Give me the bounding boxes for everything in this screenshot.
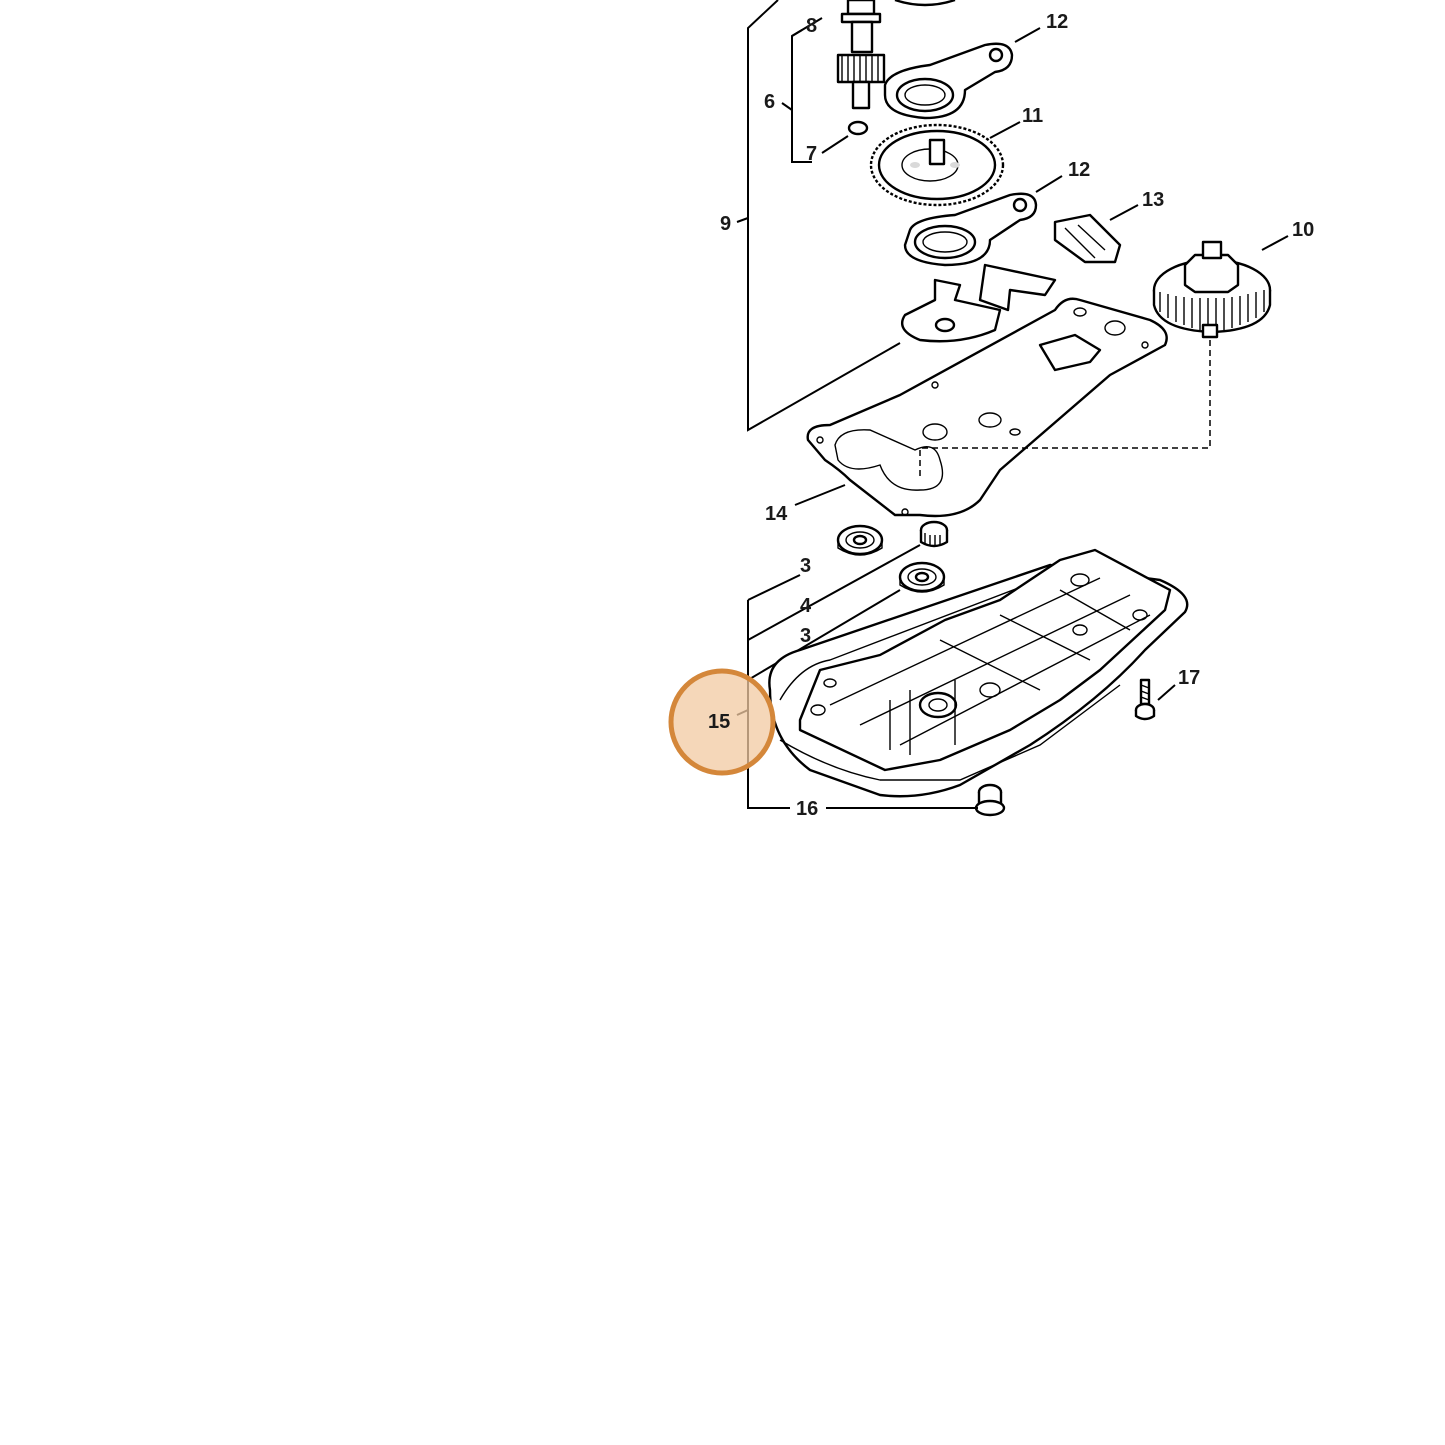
bracket-6-7-8	[781, 17, 849, 163]
part-labels: 8 12 6 11 7 12 13 9 10 14 3 4 3 17 15 16	[708, 11, 1314, 820]
part-3-bearing-lower	[898, 561, 946, 593]
part-3-bearing-upper	[836, 524, 884, 556]
bracket-9	[736, 0, 901, 432]
label-part-10[interactable]: 10	[1292, 219, 1314, 241]
part-11-crown-gear	[869, 123, 1005, 207]
label-part-13[interactable]: 13	[1142, 189, 1164, 211]
part-10-gear	[1152, 240, 1272, 339]
part-17-screw	[1134, 678, 1156, 721]
part-14-gasket	[806, 297, 1211, 518]
part-16-plug	[974, 783, 1006, 817]
part-15-gear-housing	[768, 548, 1189, 798]
label-part-14[interactable]: 14	[765, 503, 788, 525]
label-part-15[interactable]: 15	[708, 711, 730, 733]
label-part-12-upper[interactable]: 12	[1046, 11, 1068, 33]
label-part-3-upper[interactable]: 3	[800, 555, 811, 577]
part-guide-plate	[900, 263, 1057, 343]
part-4-needle-bearing	[919, 520, 949, 548]
label-part-6[interactable]: 6	[764, 91, 775, 113]
label-part-17[interactable]: 17	[1178, 667, 1200, 689]
part-7-o-ring	[847, 120, 869, 136]
part-top-disc	[894, 0, 956, 7]
label-part-7[interactable]: 7	[806, 143, 817, 165]
part-6-drive-pinion	[836, 20, 886, 110]
highlight-circle	[668, 668, 776, 776]
label-part-9[interactable]: 9	[720, 213, 731, 235]
bracket-3-4-3	[747, 544, 921, 809]
label-part-16[interactable]: 16	[796, 798, 818, 820]
part-12-connecting-rod-lower	[903, 192, 1038, 267]
label-part-11[interactable]: 11	[1022, 105, 1043, 127]
label-part-3-lower[interactable]: 3	[800, 625, 811, 647]
part-13-clip	[1053, 213, 1122, 264]
part-12-connecting-rod-upper	[883, 42, 1014, 120]
label-part-12-lower[interactable]: 12	[1068, 159, 1090, 181]
label-part-8[interactable]: 8	[806, 15, 817, 37]
part-8-pinion-top	[840, 0, 882, 24]
label-part-4[interactable]: 4	[800, 595, 812, 617]
leader-lines	[736, 27, 1289, 809]
